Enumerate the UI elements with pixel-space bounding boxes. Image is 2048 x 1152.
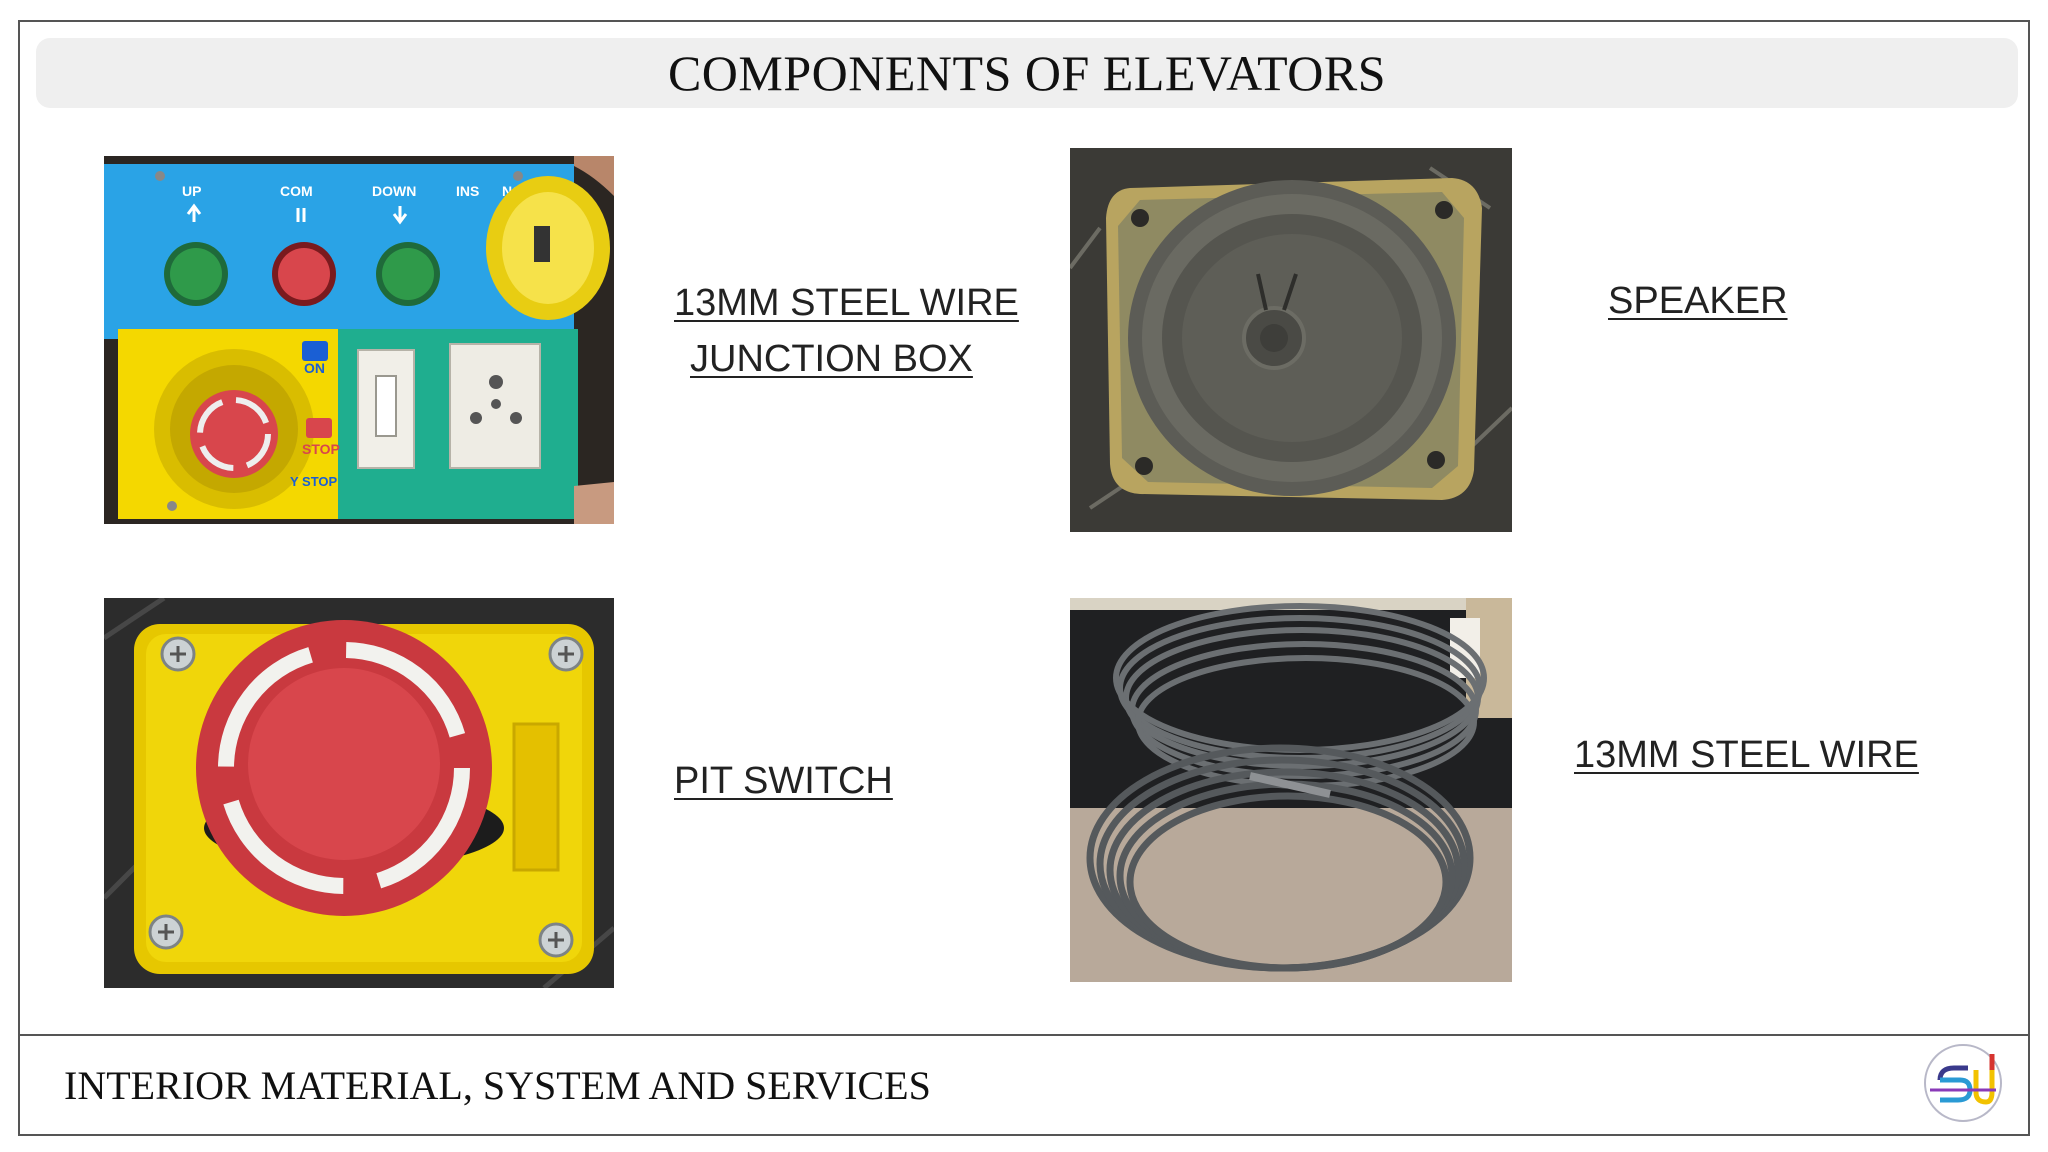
label-stop: STOP	[302, 441, 340, 457]
label-down: DOWN	[372, 183, 416, 199]
steel-wire-photo	[1070, 598, 1512, 982]
speaker-photo	[1070, 148, 1512, 532]
pit-switch-label: PIT SWITCH	[674, 760, 893, 802]
label-on: ON	[304, 360, 325, 376]
junction-box-label-line1: 13MM STEEL WIRE	[674, 282, 1019, 324]
university-logo	[1920, 1040, 2006, 1126]
slide-frame	[18, 20, 2030, 1136]
slide-title: COMPONENTS OF ELEVATORS	[667, 45, 1387, 101]
junction-box-label-line2: JUNCTION BOX	[690, 338, 973, 380]
speaker-label: SPEAKER	[1608, 280, 1788, 322]
junction-box-photo: UP COM DOWN INS NOR ON STOP Y STOP	[104, 156, 614, 524]
footer-title: INTERIOR MATERIAL, SYSTEM AND SERVICES	[64, 1063, 931, 1108]
label-emergency-stop: Y STOP	[290, 474, 338, 489]
label-up: UP	[182, 183, 201, 199]
title-bar: COMPONENTS OF ELEVATORS	[36, 38, 2018, 108]
label-com: COM	[280, 183, 313, 199]
pit-switch-photo	[104, 598, 614, 988]
steel-wire-label: 13MM STEEL WIRE	[1574, 734, 1919, 776]
footer-divider	[20, 1034, 2028, 1036]
label-ins: INS	[456, 183, 479, 199]
